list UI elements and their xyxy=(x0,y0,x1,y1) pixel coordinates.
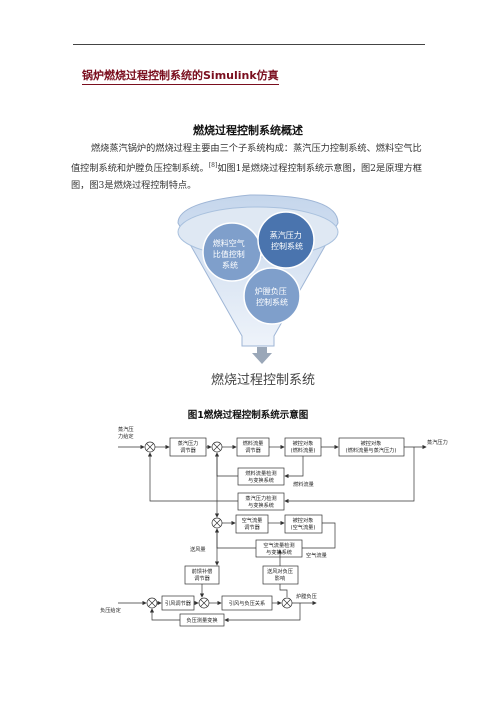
label-air-flow: 空气流量 xyxy=(306,551,327,559)
label-ff-reg-1: 前馈补偿 xyxy=(192,567,213,575)
document-title: 锅炉燃烧过程控制系统的Simulink仿真 xyxy=(82,67,279,85)
label-air-obj-2: (空气流量) xyxy=(291,523,316,531)
paragraph-body: 燃烧蒸汽锅炉的燃烧过程主要由三个子系统构成：蒸汽压力控制系统、燃料空气比值控制系… xyxy=(71,143,422,175)
label-air-meas-1: 空气流量检测 xyxy=(263,541,294,549)
paragraph-tail: 如图1是燃烧过程控制系统示意图，图2是原理方框图，图3是燃烧过程控制特点。 xyxy=(71,163,422,192)
label-steam-meas-1: 蒸汽压力检测 xyxy=(245,494,276,502)
label-fan-effect-1: 送风对负压 xyxy=(267,567,293,575)
figure-1-caption: 图1燃烧过程控制系统示意图 xyxy=(187,410,309,421)
label-draft-relation: 引风与负压关系 xyxy=(229,599,265,607)
label-air-meas-2: 与变换系统 xyxy=(266,548,292,556)
block-fan-effect xyxy=(262,565,299,585)
svg-text:燃料空气 比值控制 系统: 燃料空气 比值控制 系统 xyxy=(213,238,248,270)
label-pressure-meas: 负压测量变换 xyxy=(186,616,218,624)
svg-text:蒸汽压力 控制系统: 蒸汽压力 控制系统 xyxy=(270,230,305,251)
header-rule xyxy=(73,44,425,45)
label-fuel-obj-2: (燃料流量) xyxy=(291,446,316,454)
circle-steam-pressure xyxy=(257,211,315,269)
label-main-obj-2: (燃料流量与蒸汽压力) xyxy=(346,446,397,454)
funnel-bottom-label: 燃烧过程控制系统 xyxy=(211,372,315,388)
label-air-reg-1: 空气流量 xyxy=(242,516,263,524)
label-furnace-out: 炉膛负压 xyxy=(296,592,317,600)
label-steam-meas-2: 与变换系统 xyxy=(248,501,274,509)
block-steam-measure xyxy=(237,492,285,511)
label-fuel-obj-1: 被控对象 xyxy=(293,439,314,447)
label-main-obj-1: 被控对象 xyxy=(361,439,382,447)
label-furnace-1: 炉膛负压 xyxy=(255,286,287,296)
label-fuel-flow: 燃料流量 xyxy=(293,480,314,488)
label-fuel-air-3: 系统 xyxy=(222,260,238,270)
label-fan-effect-2: 影响 xyxy=(275,574,285,582)
label-neg-setpoint: 负压给定 xyxy=(100,606,121,614)
circle-furnace-pressure xyxy=(243,267,301,325)
label-steam-reg-1: 蒸汽压力 xyxy=(178,439,199,447)
block-air-object xyxy=(284,514,323,534)
overview-paragraph: 燃烧蒸汽锅炉的燃烧过程主要由三个子系统构成：蒸汽压力控制系统、燃料空气比值控制系… xyxy=(71,140,427,194)
block-air-regulator xyxy=(235,514,269,534)
label-air-obj-1: 被控对象 xyxy=(293,516,314,524)
label-fuel-reg-2: 调节器 xyxy=(245,446,261,454)
label-steam-setpoint-1: 蒸汽压 xyxy=(118,425,134,433)
label-steam-reg-2: 调节器 xyxy=(180,446,196,454)
label-fuel-meas-1: 燃料流量检测 xyxy=(245,469,276,477)
label-fuel-air-1: 燃料空气 xyxy=(213,238,245,248)
label-ff-reg-2: 调节器 xyxy=(194,574,210,582)
label-fuel-reg-1: 燃料流量 xyxy=(243,439,264,447)
block-fuel-measure xyxy=(237,467,285,486)
label-steam-setpoint-2: 力给定 xyxy=(118,432,134,440)
block-air-measure xyxy=(255,539,303,558)
label-draft-reg: 引风调节器 xyxy=(165,599,192,607)
label-steam-2: 控制系统 xyxy=(271,241,303,251)
label-steam-pressure-out: 蒸汽压力 xyxy=(427,438,448,446)
citation-ref: [8] xyxy=(208,162,218,169)
section-heading: 燃烧过程控制系统概述 xyxy=(193,124,303,137)
label-steam-1: 蒸汽压力 xyxy=(270,230,302,240)
down-arrow-icon xyxy=(252,347,272,364)
svg-text:炉膛负压 控制系统: 炉膛负压 控制系统 xyxy=(255,286,290,307)
label-air-reg-2: 调节器 xyxy=(244,523,260,531)
label-fuel-meas-2: 与变换系统 xyxy=(248,476,274,484)
label-furnace-2: 控制系统 xyxy=(256,297,288,307)
label-feedforward: 送风量 xyxy=(190,545,206,553)
label-fuel-air-2: 比值控制 xyxy=(213,249,245,259)
